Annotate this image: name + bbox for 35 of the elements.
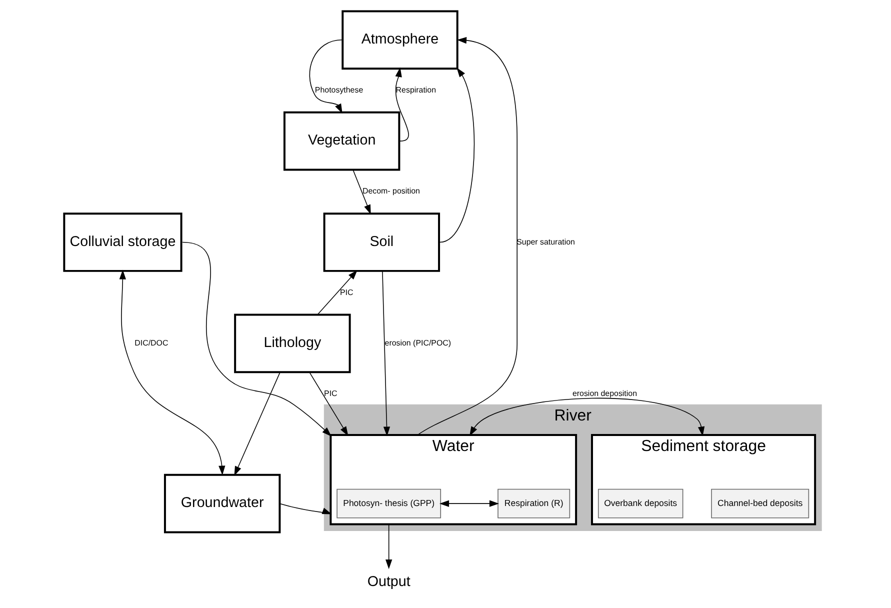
arrow [308, 372, 348, 436]
node-box: Groundwater [163, 474, 280, 534]
node-box: Channel-bed deposits [710, 488, 809, 518]
node-box: Respiration (R) [497, 488, 570, 518]
arrow [384, 524, 392, 570]
arrow [118, 270, 225, 476]
arrow [352, 169, 370, 214]
edge-label: Respiration [395, 85, 436, 94]
arrow [416, 37, 517, 436]
node-box: Colluvial storage [62, 212, 182, 272]
node-box: Soil [322, 212, 440, 272]
arrow [316, 270, 357, 315]
node-box: Vegetation [282, 111, 400, 171]
node-text: Output [366, 574, 410, 590]
arrow [278, 503, 332, 514]
edge-label: DIC/DOC [134, 338, 168, 348]
arrow [438, 68, 474, 243]
edge-label: Photosythese [314, 85, 363, 94]
node-box: Lithology [234, 314, 350, 374]
arrow [234, 372, 280, 476]
arrow [438, 500, 498, 507]
edge-label: Decom- position [362, 186, 420, 196]
arrow [308, 40, 342, 114]
edge-label: Super saturation [516, 237, 574, 246]
edge-label: PIC [339, 288, 353, 297]
arrow [382, 270, 390, 436]
arrow [182, 242, 332, 436]
edge-label: PIC [324, 389, 337, 398]
node-box: Overbank deposits [597, 488, 683, 518]
node-box: Photosyn- thesis (GPP) [336, 488, 441, 518]
arrow [394, 67, 408, 142]
edge-label: erosion deposition [572, 389, 637, 398]
node-box: Atmosphere [341, 10, 458, 70]
edge-label: erosion (PIC/POC) [384, 338, 451, 348]
arrow [469, 398, 704, 436]
